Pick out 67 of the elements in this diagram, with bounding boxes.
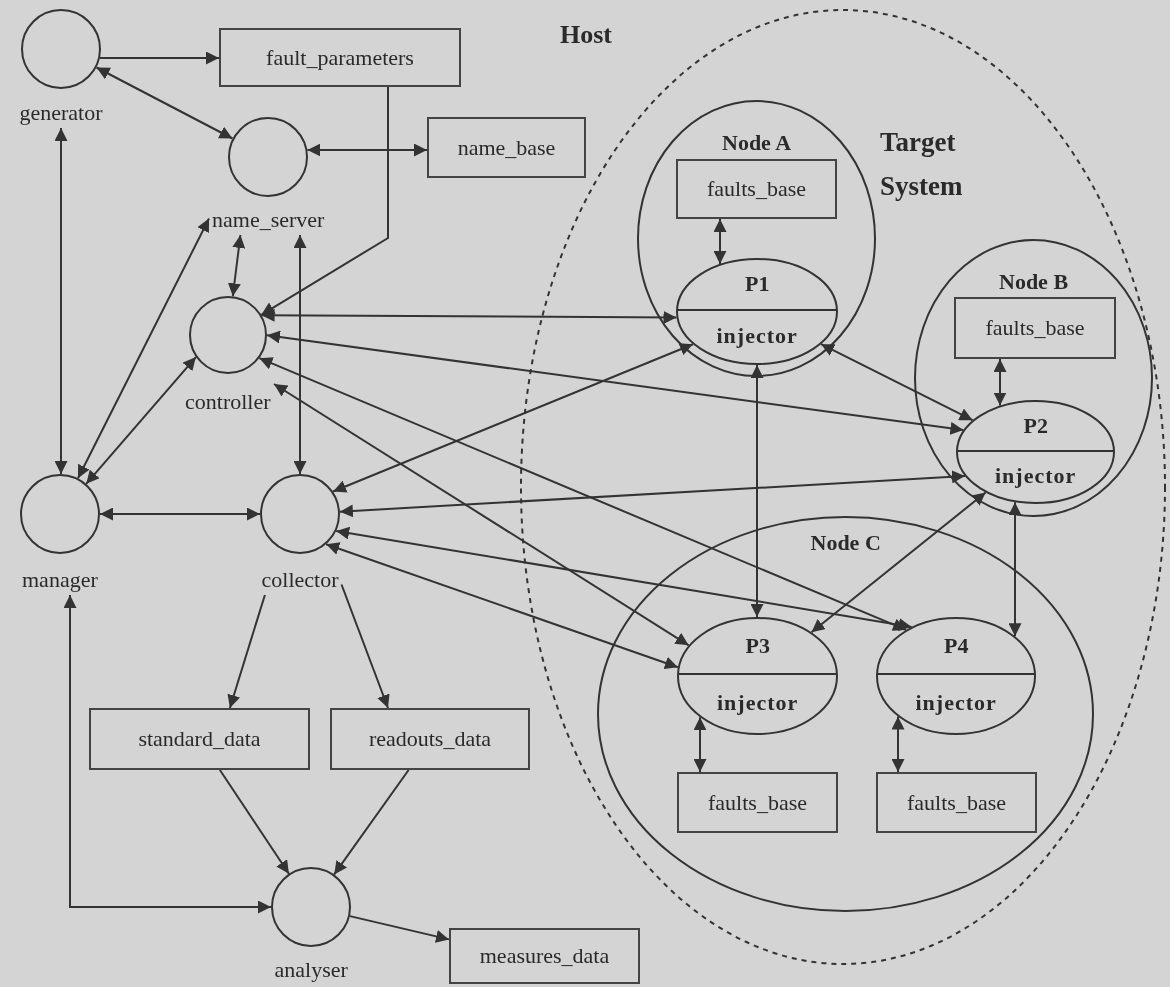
- process-ellipse: [676, 258, 838, 365]
- process-name: P4: [944, 632, 969, 659]
- arrow: [1008, 501, 1022, 638]
- arrow: [218, 769, 290, 875]
- node-label: collector: [261, 567, 339, 593]
- process-role: injector: [717, 689, 799, 716]
- arrow: [340, 583, 390, 709]
- node-title: Node C: [810, 530, 881, 556]
- data-store-box: fault_parameters: [219, 28, 461, 87]
- arrow: [338, 470, 966, 518]
- arrow: [335, 526, 913, 632]
- data-store-box: measures_data: [449, 928, 640, 984]
- arrow: [258, 357, 907, 631]
- process-role: injector: [995, 462, 1077, 489]
- node-ellipse: [597, 516, 1094, 912]
- arrow: [810, 491, 987, 634]
- process-role: injector: [716, 322, 798, 349]
- arrow: [293, 234, 307, 475]
- arrow: [325, 542, 679, 670]
- arrow: [63, 594, 272, 914]
- boundary-title: Target System: [880, 126, 964, 203]
- arrow: [693, 716, 707, 773]
- arrow: [77, 217, 210, 480]
- data-store-box: faults_base: [677, 772, 838, 833]
- node-label: manager: [22, 567, 98, 593]
- arrow: [306, 143, 428, 157]
- process-name: P1: [745, 271, 770, 297]
- data-store-box: faults_base: [676, 159, 837, 219]
- arrow: [227, 234, 246, 298]
- process-ellipse: [956, 400, 1115, 504]
- arrow: [85, 356, 197, 485]
- arrow: [993, 358, 1007, 407]
- data-store-box: name_base: [427, 117, 586, 178]
- node-title: Node A: [722, 130, 792, 156]
- arrow: [820, 343, 974, 422]
- arrow: [99, 51, 220, 65]
- arrow: [260, 308, 678, 324]
- node-ellipse: [637, 100, 876, 377]
- process-name: P2: [1023, 412, 1048, 439]
- data-store-box: standard_data: [89, 708, 310, 770]
- arrow: [95, 66, 234, 140]
- arrow: [348, 915, 450, 943]
- arrow: [332, 343, 694, 493]
- area-label: Host: [560, 20, 612, 50]
- process-ellipse: [876, 617, 1036, 735]
- data-store-box: faults_base: [954, 297, 1116, 359]
- arrow: [333, 769, 410, 876]
- arrow: [750, 364, 764, 618]
- arrow: [266, 330, 965, 435]
- node-label: analyser: [274, 957, 348, 983]
- arrow: [713, 218, 727, 265]
- process-ellipse: [677, 617, 838, 735]
- arrow: [99, 507, 261, 521]
- node-label: controller: [185, 389, 271, 415]
- process-role: injector: [915, 689, 997, 716]
- arrow: [227, 594, 266, 709]
- data-store-box: faults_base: [876, 772, 1037, 833]
- arrow: [273, 383, 690, 647]
- node-label: name_server: [212, 207, 325, 233]
- node-title: Node B: [999, 269, 1069, 295]
- arrow: [260, 86, 389, 316]
- node-label: generator: [19, 100, 103, 126]
- data-store-box: readouts_data: [330, 708, 530, 770]
- arrow: [891, 715, 905, 773]
- process-name: P3: [745, 632, 770, 659]
- arrow: [54, 127, 68, 475]
- node-ellipse: [914, 239, 1153, 517]
